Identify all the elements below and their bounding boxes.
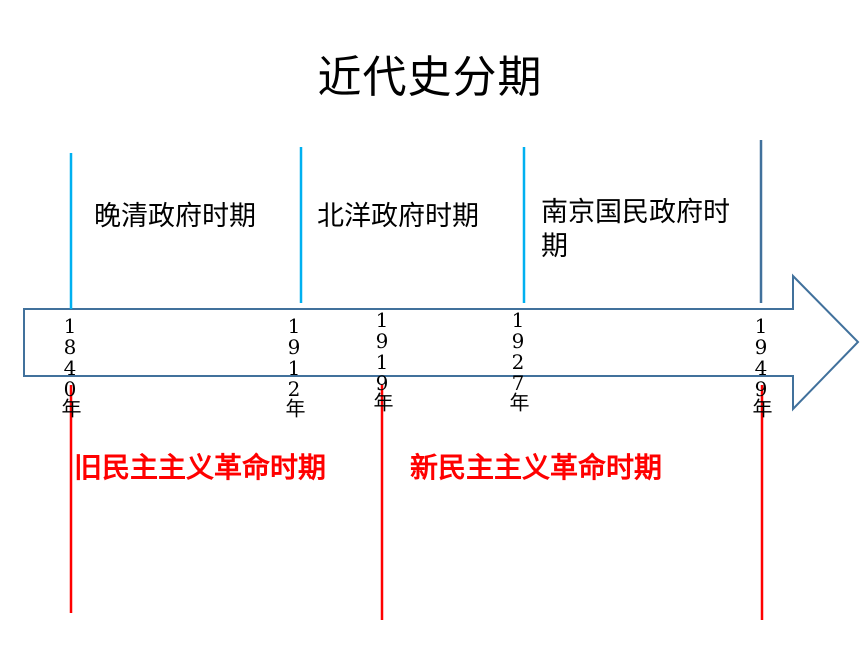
- period-label-beiyang: 北洋政府时期: [317, 201, 479, 232]
- period-label-nanjing: 南京国民政府时期: [541, 197, 730, 262]
- diagram-title: 近代史分期: [317, 52, 543, 103]
- year-label-1919: 1919年: [370, 308, 394, 409]
- year-label-1949: 1949年: [749, 314, 773, 415]
- year-label-1912: 1912年: [282, 314, 306, 415]
- year-label-1927: 1927年: [506, 308, 530, 409]
- era-label-old-democratic: 旧民主主义革命时期: [74, 451, 327, 484]
- timeline-arrow: [23, 273, 860, 412]
- period-label-late-qing: 晚清政府时期: [94, 201, 256, 232]
- era-label-new-democratic: 新民主主义革命时期: [410, 451, 663, 484]
- year-label-1840: 1840年: [58, 314, 82, 415]
